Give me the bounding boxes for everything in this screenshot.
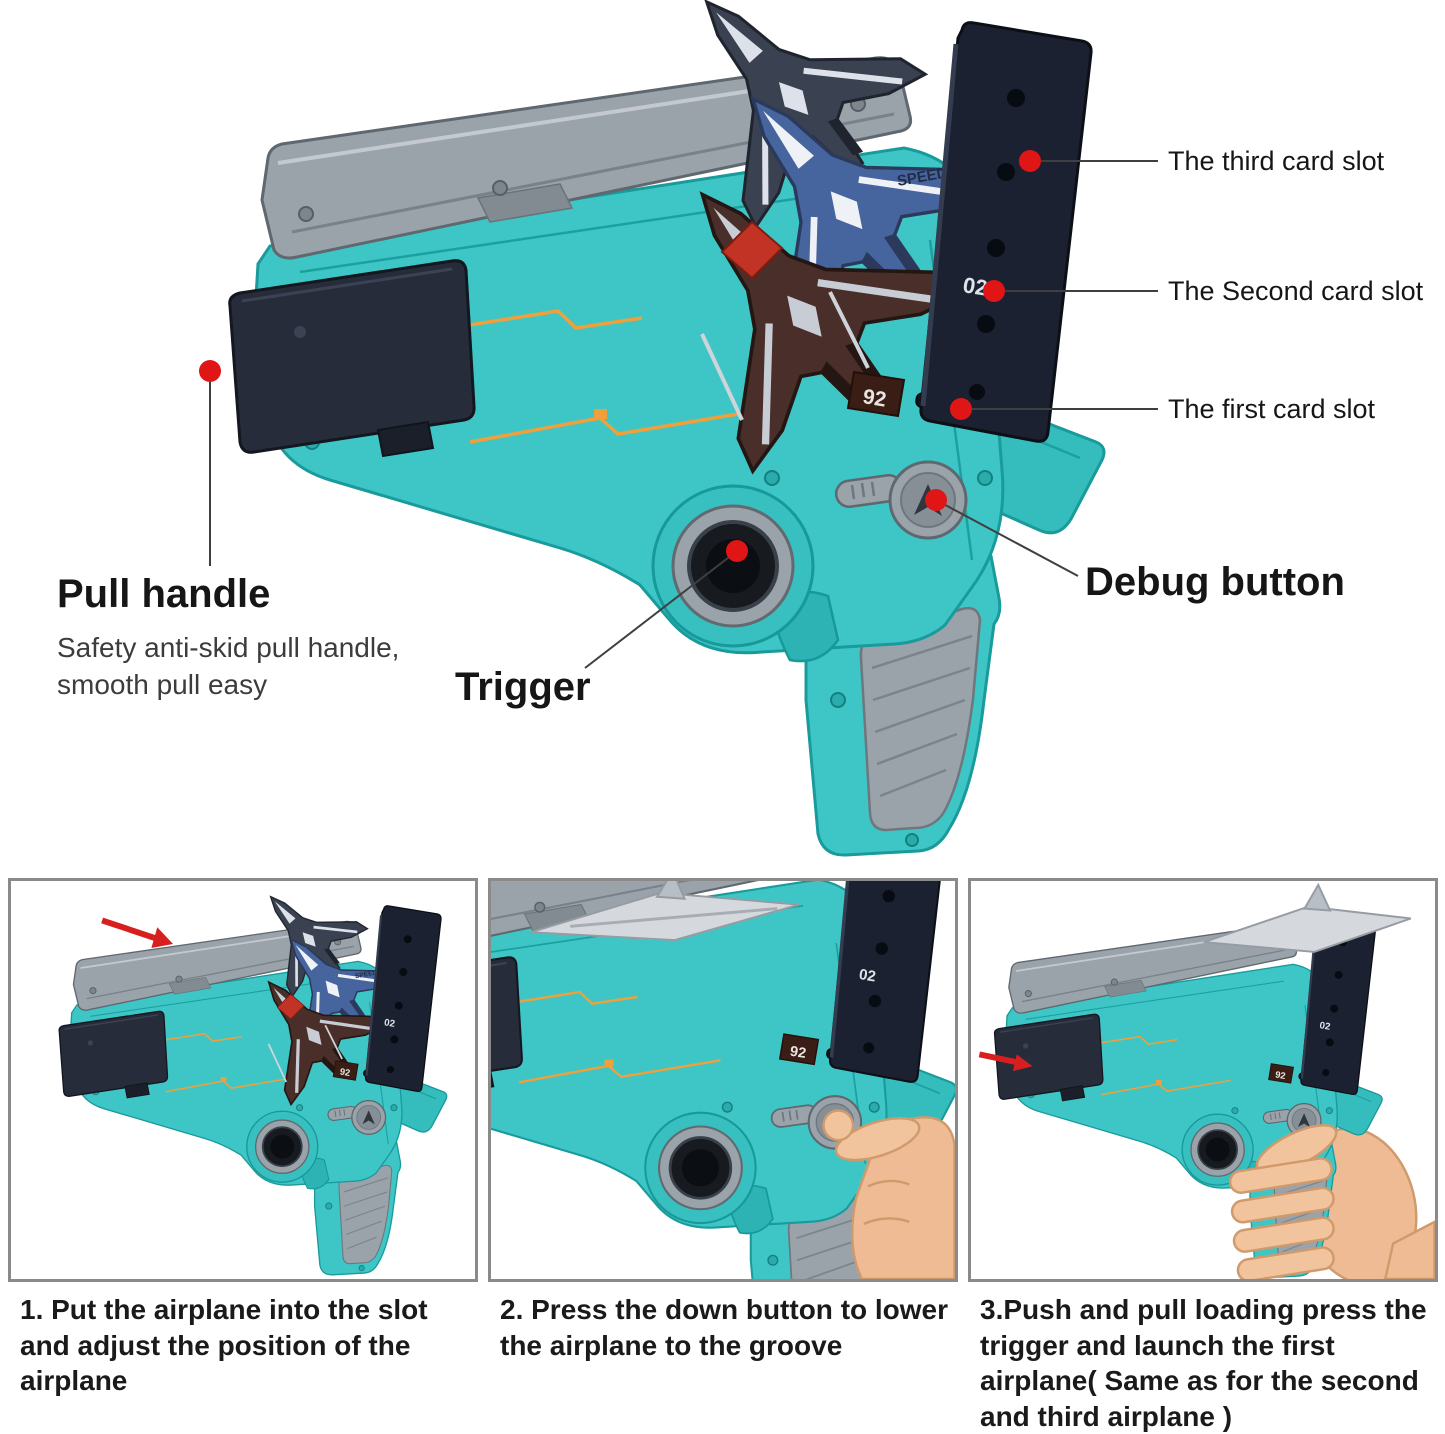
label-first-card-slot: The first card slot — [1168, 394, 1376, 424]
callout-dot-first-slot — [950, 398, 972, 420]
step-3-illustration — [978, 882, 1435, 1279]
callout-dot-trigger — [726, 540, 748, 562]
callout-annotations — [199, 150, 1158, 669]
step-1-arrow-icon — [101, 917, 174, 948]
step-2-panel — [488, 878, 958, 1282]
step-3-caption: 3.Push and pull loading press the trigge… — [980, 1294, 1427, 1432]
callout-dot-third-slot — [1019, 150, 1041, 172]
label-pull-handle-description: Safety anti-skid pull handle, smooth pul… — [57, 632, 400, 700]
instruction-panels — [8, 878, 1438, 1282]
label-second-card-slot: The Second card slot — [1168, 276, 1424, 306]
callout-dot-debug — [925, 489, 947, 511]
leader-line-debug — [935, 499, 1079, 577]
label-debug-button: Debug button — [1085, 560, 1345, 604]
step-3-arrow-icon — [978, 1051, 1033, 1072]
loaded-airplane — [1203, 882, 1412, 953]
pressing-hand — [822, 1109, 955, 1279]
leader-line-trigger — [584, 550, 738, 669]
callout-dot-pull-handle — [199, 360, 221, 382]
step-1-caption: 1. Put the airplane into the slot and ad… — [20, 1294, 428, 1397]
label-trigger: Trigger — [455, 665, 591, 709]
gripping-hand — [1228, 1124, 1435, 1279]
step-captions: 1. Put the airplane into the slot and ad… — [8, 1292, 1438, 1434]
step-2-illustration — [491, 881, 955, 1279]
callout-dot-second-slot — [983, 280, 1005, 302]
step-3-panel — [968, 878, 1438, 1282]
label-pull-handle-title: Pull handle — [57, 572, 271, 616]
label-third-card-slot: The third card slot — [1168, 146, 1385, 176]
hero-diagram: 02 92 SPEED — [57, 0, 1424, 858]
lowered-airplane — [530, 881, 800, 942]
step-2-caption: 2. Press the down button to lower the ai… — [500, 1294, 949, 1361]
step-1-illustration — [58, 881, 448, 1276]
step-1-panel — [8, 878, 478, 1282]
product-illustration: 02 92 SPEED — [199, 0, 1158, 858]
